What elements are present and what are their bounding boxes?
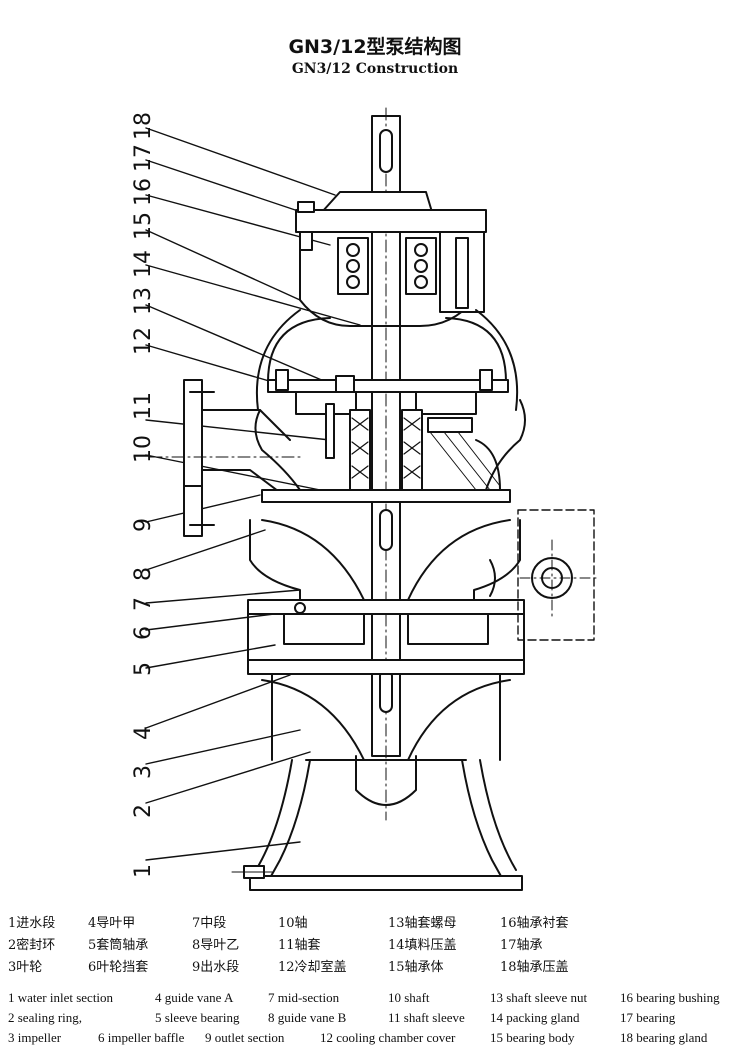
callout-13: 13 [131, 287, 156, 315]
callout-14: 14 [131, 250, 156, 278]
callout-12: 12 [131, 327, 156, 355]
callout-1: 1 [131, 864, 156, 878]
callout-11: 11 [131, 392, 156, 420]
callout-3: 3 [131, 765, 156, 779]
callout-15: 15 [131, 212, 156, 240]
title-chinese: GN3/12型泵结构图 [288, 36, 462, 58]
callout-18: 18 [131, 112, 156, 140]
callout-5: 5 [131, 662, 156, 676]
callout-4: 4 [131, 726, 156, 740]
callout-8: 8 [131, 567, 156, 581]
callout-6: 6 [131, 626, 156, 640]
title-english: GN3/12 Construction [291, 61, 459, 77]
callout-7: 7 [131, 597, 156, 611]
callout-16: 16 [131, 178, 156, 206]
callout-10: 10 [131, 435, 156, 463]
callout-17: 17 [131, 144, 156, 172]
pump-body [149, 107, 601, 891]
callout-2: 2 [131, 804, 156, 818]
